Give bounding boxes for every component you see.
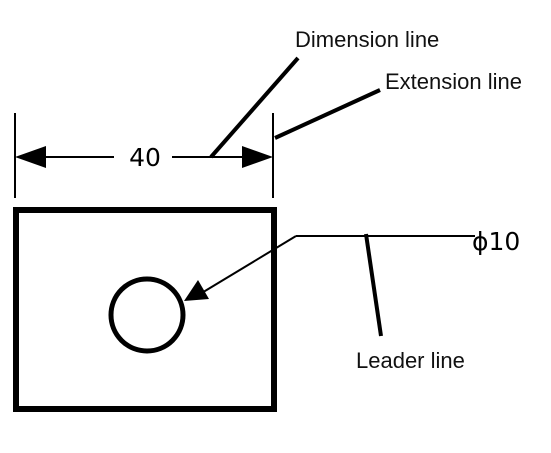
dimension-value: 40 (129, 143, 161, 172)
leader-line-pointer (364, 233, 383, 337)
leader-line-label: Leader line (356, 348, 465, 373)
dimension-line-label: Dimension line (295, 27, 439, 52)
leader-line-leg (199, 235, 297, 295)
diameter-note: ϕ10 (472, 227, 520, 256)
hole-circle (108, 276, 186, 354)
dimension-arrow-left (15, 146, 46, 168)
extension-line-label: Extension line (385, 69, 522, 94)
part-outline (13, 207, 277, 412)
dimension-arrow-right (242, 146, 273, 168)
leader-arrow-head (184, 280, 209, 301)
dimension-line-pointer (209, 56, 300, 159)
extension-line-pointer (274, 88, 381, 140)
